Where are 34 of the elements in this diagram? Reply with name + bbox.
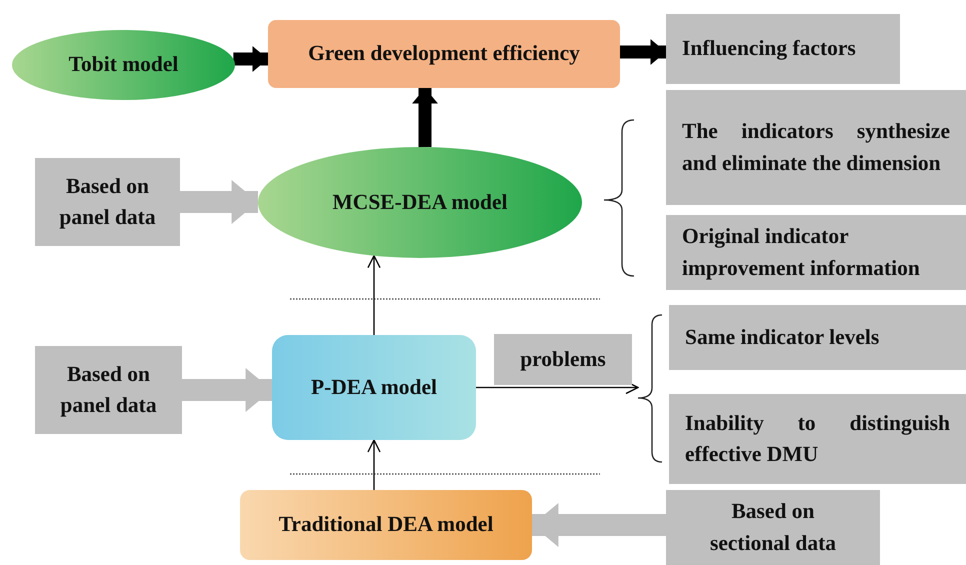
text-box	[666, 490, 880, 565]
process-box	[272, 335, 476, 440]
process-box	[240, 490, 532, 560]
node-label: Based on sectional data	[708, 498, 837, 556]
arrow	[412, 88, 438, 148]
node-label: Tobit model	[68, 51, 178, 78]
process-box	[268, 20, 620, 88]
text-box	[35, 158, 180, 246]
text-box	[35, 346, 182, 434]
node-label: Inability to distinguish effective DMU	[685, 410, 950, 468]
arrow	[620, 39, 666, 65]
arrow	[367, 255, 381, 335]
text-box	[494, 334, 632, 385]
arrow	[233, 46, 268, 72]
arrow	[182, 368, 272, 412]
node-label: Based on panel data	[59, 360, 158, 419]
node-label: MCSE-DEA model	[332, 188, 508, 216]
node-label: Based on panel data	[58, 172, 157, 231]
arrow	[367, 439, 381, 490]
text-box	[669, 305, 966, 370]
node-label: Influencing factors	[682, 35, 856, 62]
node-label: The indicators synthesize and eliminate the dimension	[682, 118, 950, 176]
text-box	[666, 14, 900, 84]
node-label: Green development efficiency	[308, 40, 580, 68]
node-label: Traditional DEA model	[278, 511, 494, 538]
arrow	[180, 180, 258, 224]
text-box	[666, 215, 966, 290]
text-box	[669, 394, 966, 484]
node-label: Original indicator improvement information	[682, 223, 921, 282]
text-box	[666, 90, 966, 205]
arrow	[532, 503, 666, 547]
node-label: P-DEA model	[310, 374, 437, 401]
node-label: problems	[520, 346, 606, 373]
node-label: Same indicator levels	[685, 324, 880, 351]
